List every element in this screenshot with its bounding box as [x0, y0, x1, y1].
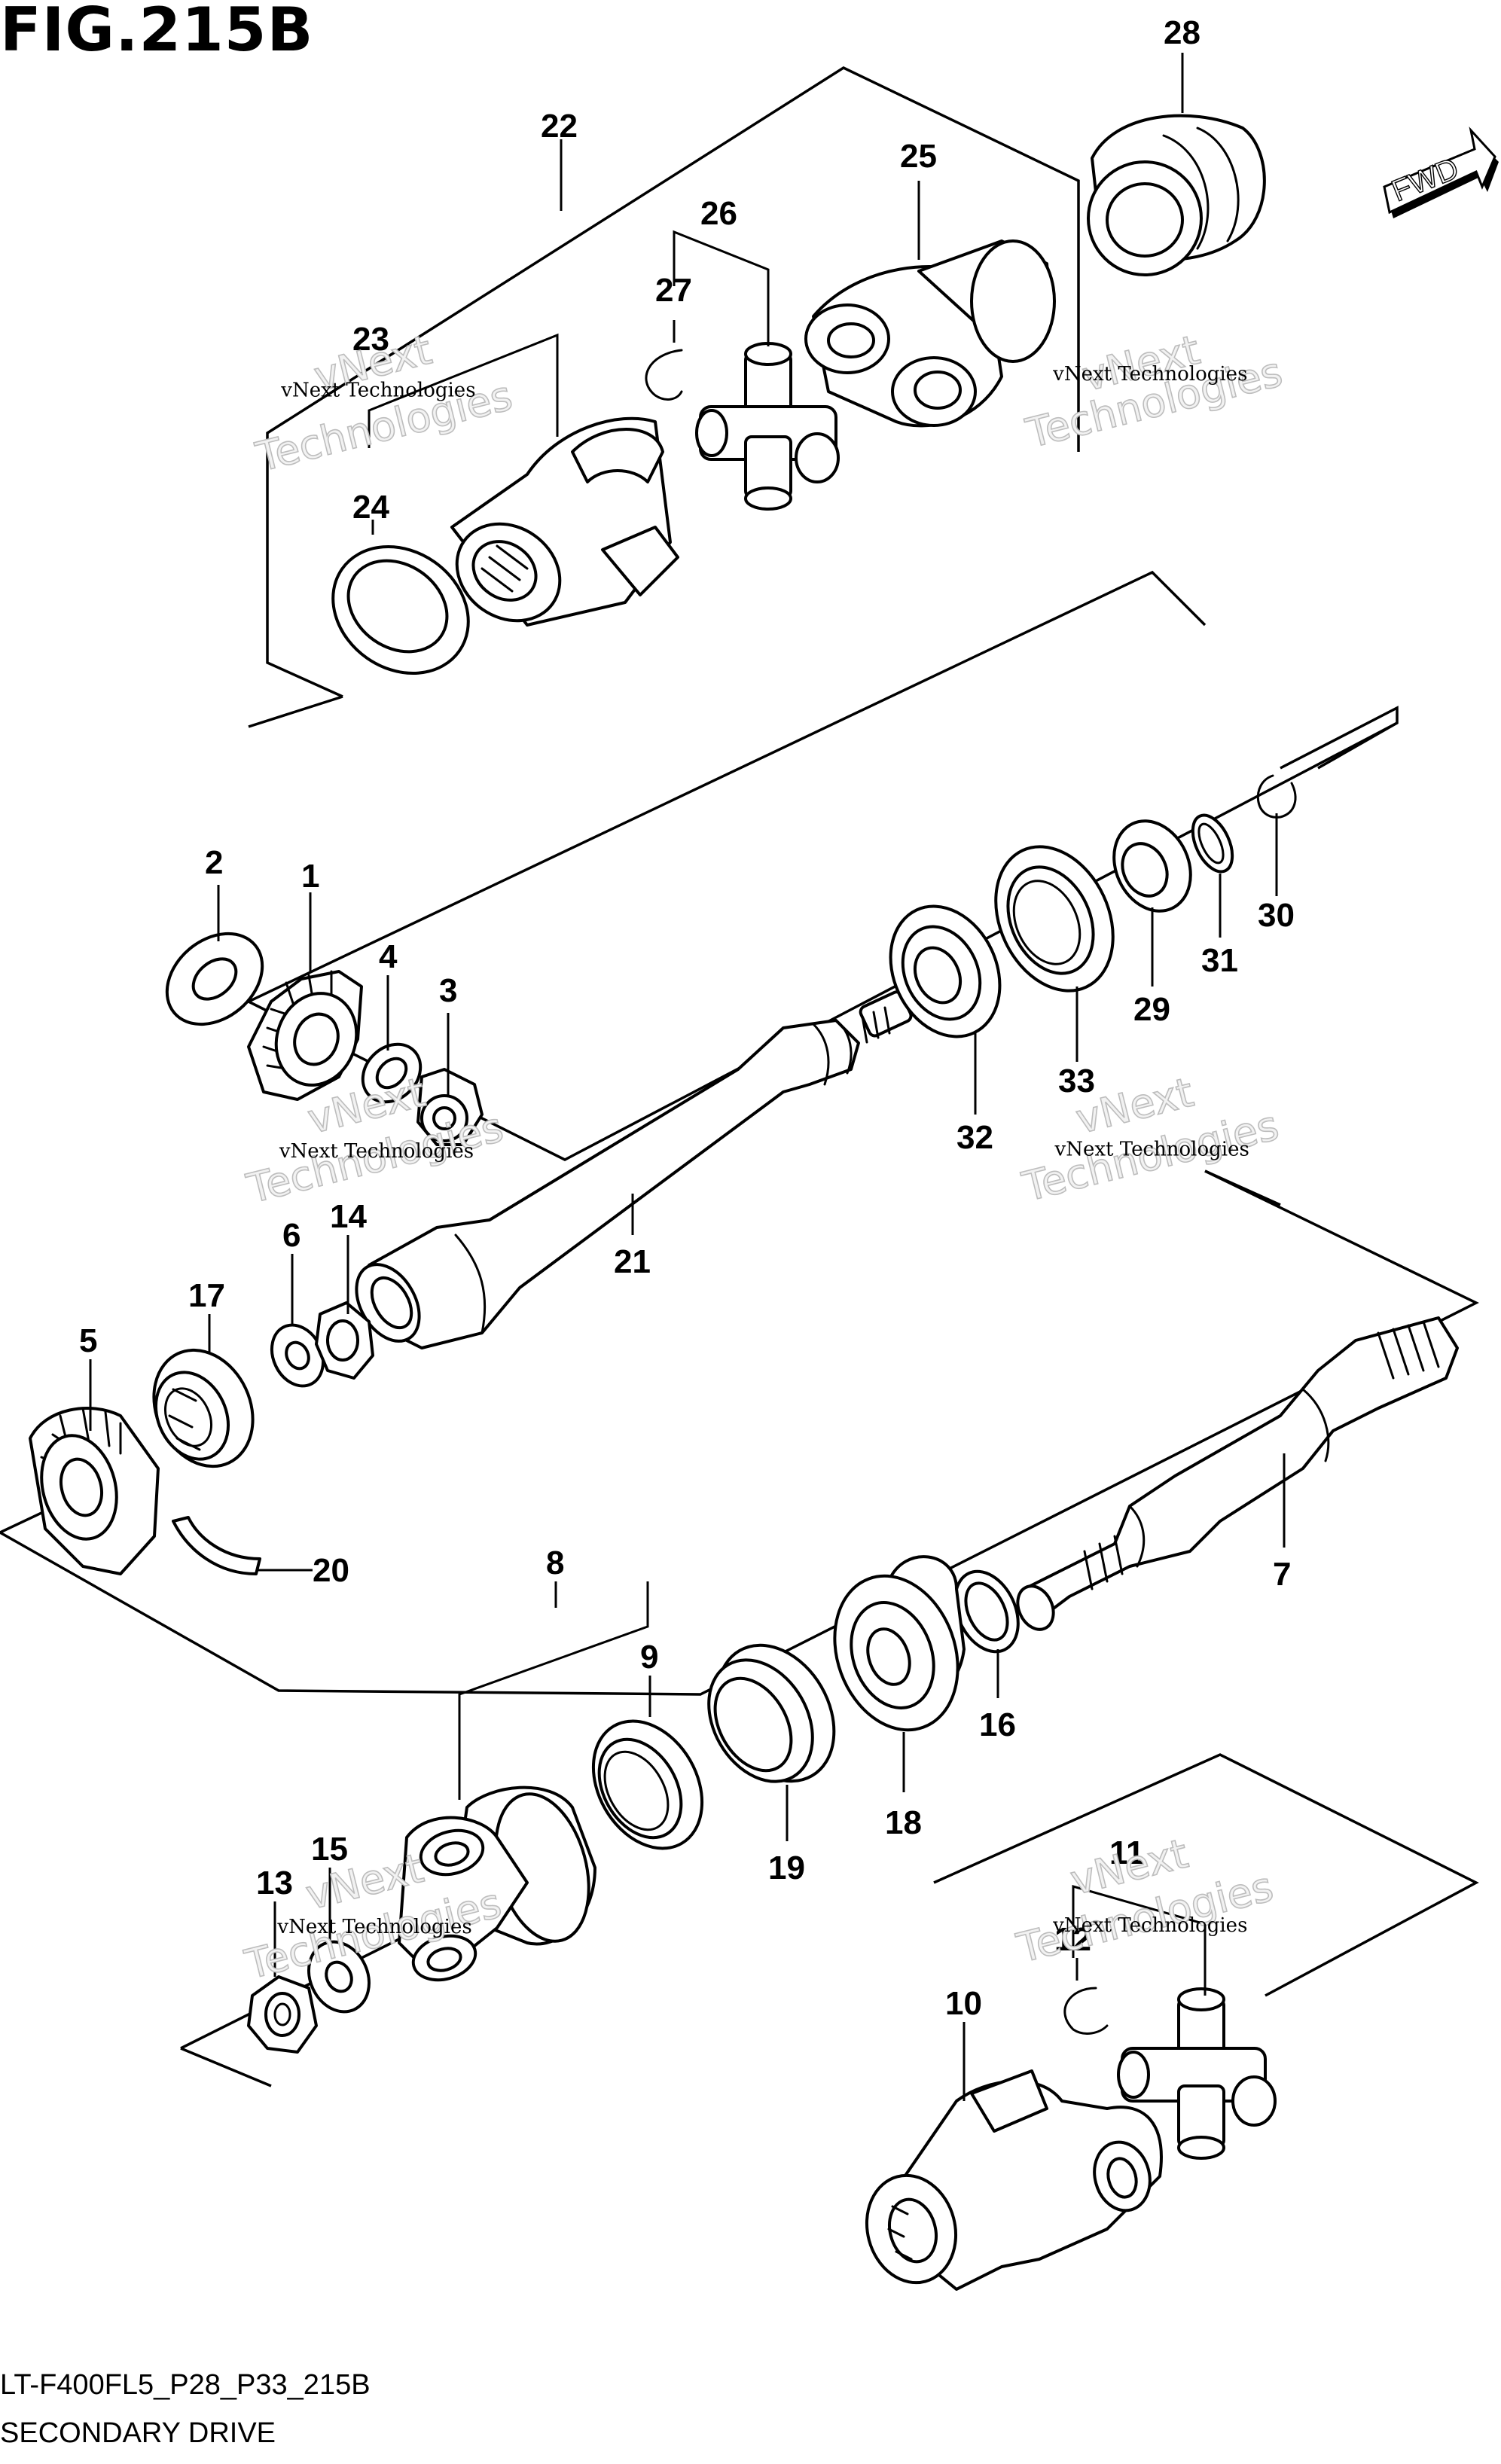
callout-19: 19 — [768, 1850, 805, 1886]
part-4-washer — [361, 1042, 423, 1104]
part-31-circlip — [1191, 813, 1234, 874]
callout-3: 3 — [439, 972, 457, 1009]
callout-11: 11 — [1109, 1834, 1145, 1871]
callout-2: 2 — [205, 844, 223, 881]
callout-23: 23 — [352, 321, 389, 358]
callout-20: 20 — [313, 1552, 349, 1589]
part-29-collar — [1112, 819, 1192, 913]
callout-26: 26 — [700, 195, 737, 232]
part-25-yoke — [804, 239, 1056, 428]
callout-33: 33 — [1058, 1063, 1095, 1099]
callout-8: 8 — [546, 1545, 564, 1581]
part-6-washer — [270, 1323, 325, 1388]
group-frame-middle — [0, 1169, 1479, 1696]
callout-10: 10 — [945, 1985, 982, 2022]
part-24-ring — [331, 545, 470, 675]
callout-16: 16 — [979, 1706, 1016, 1743]
part-18-bearing — [833, 1555, 966, 1732]
figure-title: FIG.215B — [0, 0, 314, 65]
part-13-nut — [247, 1975, 318, 2054]
part-5-bevel-gear — [29, 1407, 160, 1575]
callout-9: 9 — [640, 1639, 658, 1676]
callout-29: 29 — [1133, 991, 1170, 1028]
part-11-spider — [1117, 1987, 1277, 2160]
callout-15: 15 — [311, 1831, 348, 1868]
svg-text:vNext Technologies: vNext Technologies — [279, 1140, 474, 1163]
callout-5: 5 — [79, 1322, 97, 1359]
part-28-boot — [1087, 114, 1266, 276]
callout-31: 31 — [1201, 942, 1238, 979]
callout-4: 4 — [379, 938, 398, 975]
callout-30: 30 — [1258, 897, 1295, 934]
callout-7: 7 — [1273, 1556, 1291, 1593]
part-7-shaft — [1016, 1316, 1459, 1631]
callout-32: 32 — [956, 1119, 993, 1156]
fwd-arrow-icon: FWD — [1383, 127, 1499, 218]
svg-text:vNext Technologies: vNext Technologies — [1052, 363, 1247, 386]
callout-27: 27 — [655, 272, 692, 309]
svg-text:vNext Technologies: vNext Technologies — [280, 380, 475, 402]
group-frame-22 — [248, 66, 1080, 728]
part-8-yoke — [398, 1785, 596, 1982]
svg-text:vNext Technologies: vNext Technologies — [1054, 1138, 1249, 1160]
part-12-clip — [1063, 1987, 1109, 2035]
part-17-bearing — [152, 1348, 255, 1468]
part-14-nut — [315, 1301, 374, 1380]
part-15-washer — [307, 1940, 371, 2014]
part-27-clip — [645, 349, 683, 401]
callout-numbers: 1 2 3 4 5 6 7 8 9 10 11 12 13 14 15 16 1… — [79, 14, 1295, 2022]
callout-1: 1 — [301, 858, 319, 895]
part-20-clip — [172, 1516, 261, 1575]
svg-text:vNext Technologies: vNext Technologies — [276, 1916, 471, 1938]
callout-14: 14 — [330, 1198, 367, 1235]
part-26-spider — [695, 342, 840, 511]
part-23-yoke — [450, 416, 679, 627]
callout-25: 25 — [900, 138, 937, 175]
part-30-snapring — [1256, 774, 1297, 819]
figure-subtitle: SECONDARY DRIVE — [0, 2417, 276, 2449]
part-32-bearing — [889, 904, 1002, 1038]
leader-lines — [89, 53, 1286, 2101]
part-3-nut — [416, 1068, 484, 1146]
part-16-oring — [953, 1569, 1020, 1654]
part-9-seal — [591, 1719, 704, 1850]
callout-6: 6 — [282, 1217, 301, 1254]
callout-22: 22 — [541, 108, 578, 145]
callout-12: 12 — [1054, 1921, 1091, 1958]
callout-24: 24 — [352, 489, 389, 526]
callout-18: 18 — [885, 1804, 922, 1841]
part-2-washer — [165, 932, 264, 1026]
callout-13: 13 — [256, 1865, 293, 1901]
part-19-seal — [707, 1643, 836, 1783]
figure-code: LT-F400FL5_P28_P33_215B — [0, 2369, 371, 2401]
part-33-seal — [994, 845, 1115, 993]
callout-28: 28 — [1164, 14, 1200, 51]
svg-text:vNext Technologies: vNext Technologies — [1052, 1914, 1247, 1937]
part-1-gear — [247, 970, 363, 1101]
part-10-yoke — [865, 2069, 1163, 2291]
part-21-shaft — [355, 990, 913, 1349]
group-frame-rear — [246, 570, 1399, 1161]
callout-21: 21 — [614, 1243, 651, 1280]
callout-17: 17 — [188, 1277, 225, 1314]
